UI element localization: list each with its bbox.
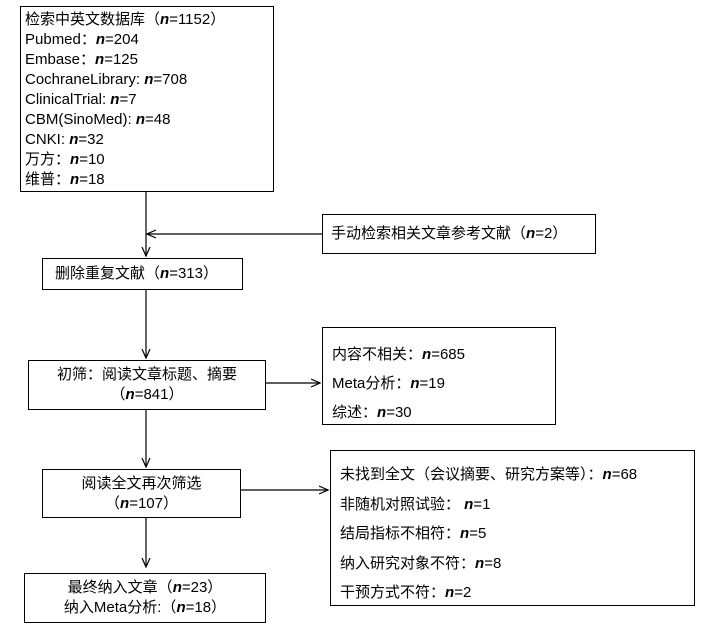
final-articles-line: 最终纳入文章（n=23）	[67, 579, 223, 596]
fulltext-screening-box: 阅读全文再次筛选 （n=107）	[42, 469, 241, 518]
manual-search-text: 手动检索相关文章参考文献（n=2）	[331, 225, 568, 242]
line-item: 综述：n=30	[332, 404, 412, 421]
final-included-box: 最终纳入文章（n=23） 纳入Meta分析:（n=18）	[24, 573, 266, 623]
deduplication-box: 删除重复文献（n=313）	[42, 258, 243, 290]
manual-search-box: 手动检索相关文章参考文献（n=2）	[322, 214, 596, 254]
line-item: 检索中英文数据库（n=1152）	[25, 11, 226, 28]
fulltext-title: 阅读全文再次筛选	[81, 475, 202, 492]
screening-count: （n=841）	[110, 386, 184, 403]
exclusion-2-lines: 未找到全文（会议摘要、研究方案等）：n=68 非随机对照试验： n=1 结局指标不相…	[340, 460, 694, 608]
line-item: 干预方式不符：n=2	[340, 584, 472, 601]
line-item: ClinicalTrial: n=7	[25, 91, 137, 108]
deduplication-text: 删除重复文献（n=313）	[55, 265, 218, 282]
line-item: Embase：n=125	[25, 51, 138, 68]
line-item: Meta分析：n=19	[332, 375, 445, 392]
screening-title: 初筛：阅读文章标题、摘要	[56, 366, 237, 383]
line-item: 非随机对照试验： n=1	[340, 495, 491, 513]
line-item: 结局指标不相符：n=5	[340, 525, 487, 542]
line-item: Pubmed：n=204	[25, 31, 139, 48]
line-item: CBM(SinoMed): n=48	[25, 111, 171, 128]
exclusion-box-2: 未找到全文（会议摘要、研究方案等）：n=68 非随机对照试验： n=1 结局指标不相…	[330, 450, 695, 606]
line-item: 维普：n=18	[25, 171, 105, 188]
line-item: CochraneLibrary: n=708	[25, 71, 188, 88]
final-meta-line: 纳入Meta分析:（n=18）	[63, 599, 227, 616]
initial-screening-box: 初筛：阅读文章标题、摘要 （n=841）	[28, 360, 266, 410]
fulltext-count: （n=107）	[105, 495, 178, 512]
line-item: 内容不相关：n=685	[332, 346, 465, 363]
line-item: 万方：n=10	[25, 151, 105, 168]
line-item: 纳入研究对象不符：n=8	[340, 554, 502, 572]
line-item: 未找到全文（会议摘要、研究方案等）：n=68	[340, 466, 638, 483]
line-item: CNKI: n=32	[25, 131, 104, 148]
